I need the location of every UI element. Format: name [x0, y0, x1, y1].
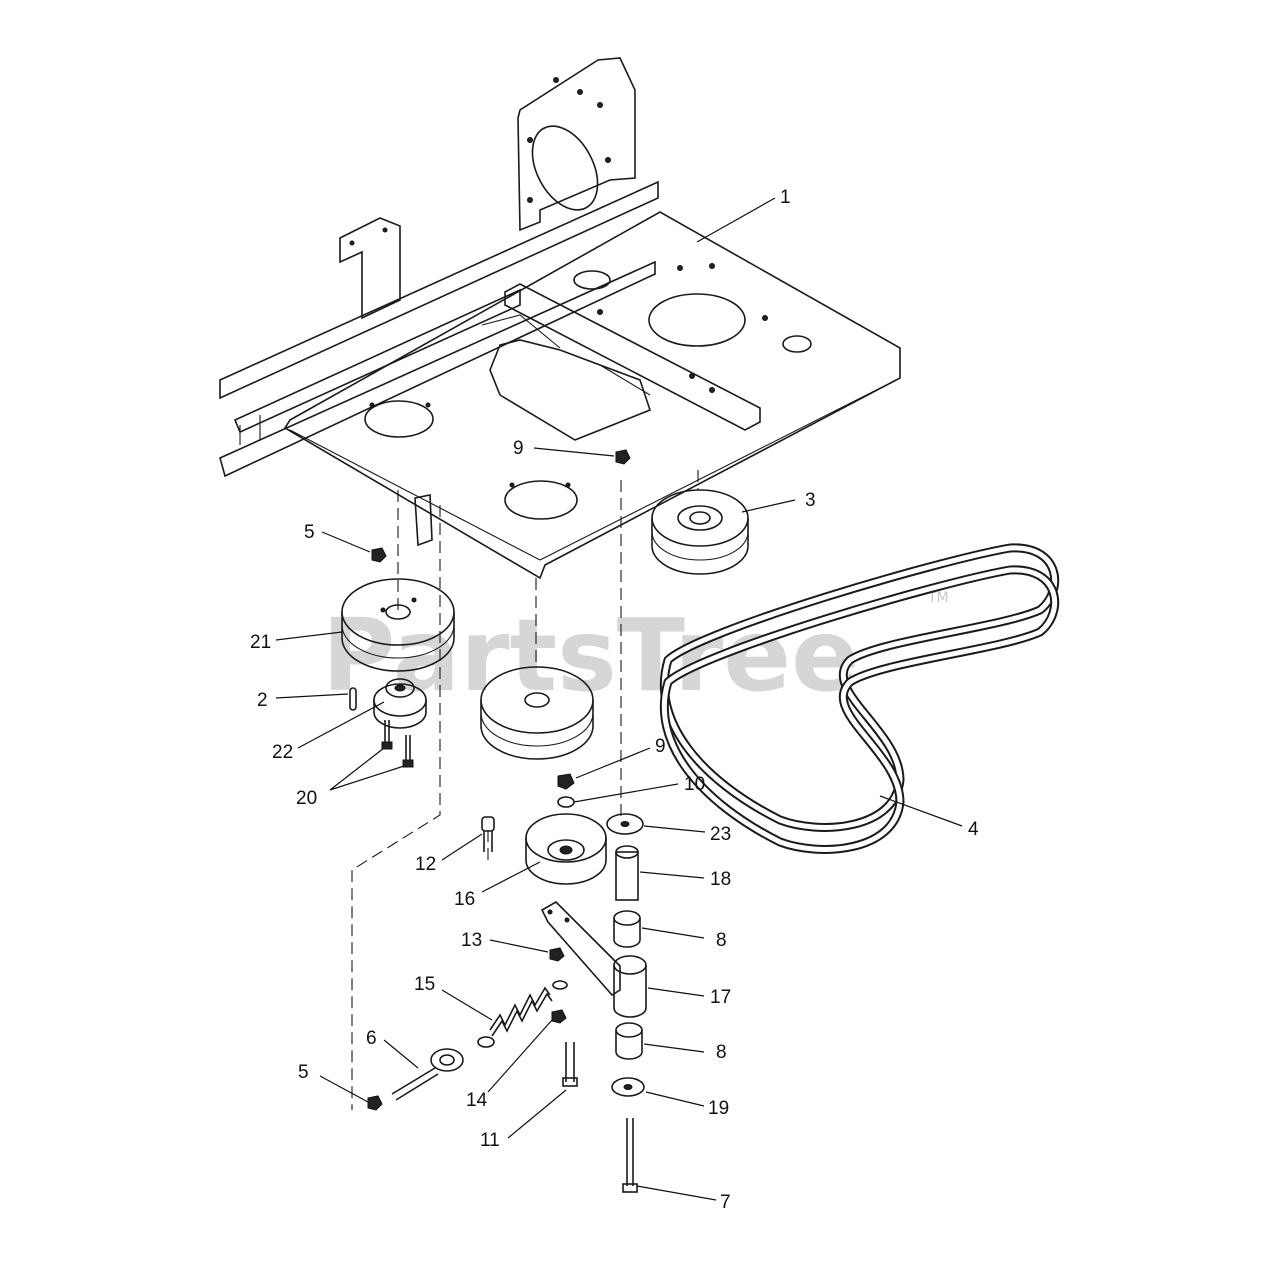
callout-9-top: 9	[513, 438, 524, 459]
callout-16: 16	[454, 889, 475, 910]
watermark-trademark: TM	[927, 590, 949, 606]
callout-8-upper: 8	[716, 930, 727, 951]
callout-9-lower: 9	[655, 736, 666, 757]
pulley-3	[651, 489, 749, 575]
callout-6: 6	[366, 1028, 377, 1049]
callout-2: 2	[257, 690, 268, 711]
callout-11: 11	[480, 1130, 500, 1151]
callouts: 1 9 3 5 21 2 22 20 9 10 23 4 12 16 18 8 …	[250, 187, 979, 1213]
callout-13: 13	[461, 930, 482, 951]
callout-4: 4	[968, 819, 979, 840]
hardware	[349, 449, 647, 1193]
callout-23: 23	[710, 824, 731, 845]
callout-10: 10	[684, 774, 705, 795]
callout-1: 1	[780, 187, 791, 208]
belt-4	[659, 543, 1060, 854]
callout-7: 7	[720, 1192, 731, 1213]
leader-lines	[275, 197, 963, 1201]
callout-19: 19	[708, 1098, 729, 1119]
callout-21: 21	[250, 632, 271, 653]
pulley-center	[480, 666, 594, 760]
callout-20: 20	[296, 788, 317, 809]
callout-3: 3	[805, 490, 816, 511]
callout-5-top: 5	[304, 522, 315, 543]
callout-12: 12	[415, 854, 436, 875]
callout-22: 22	[272, 742, 293, 763]
frame-deck	[219, 57, 901, 580]
callout-17: 17	[710, 987, 731, 1008]
callout-8-lower: 8	[716, 1042, 727, 1063]
callout-14: 14	[466, 1090, 488, 1111]
pulley-21	[341, 578, 455, 672]
callout-15: 15	[414, 974, 435, 995]
callout-18: 18	[710, 869, 731, 890]
callout-5-lower: 5	[298, 1062, 309, 1083]
